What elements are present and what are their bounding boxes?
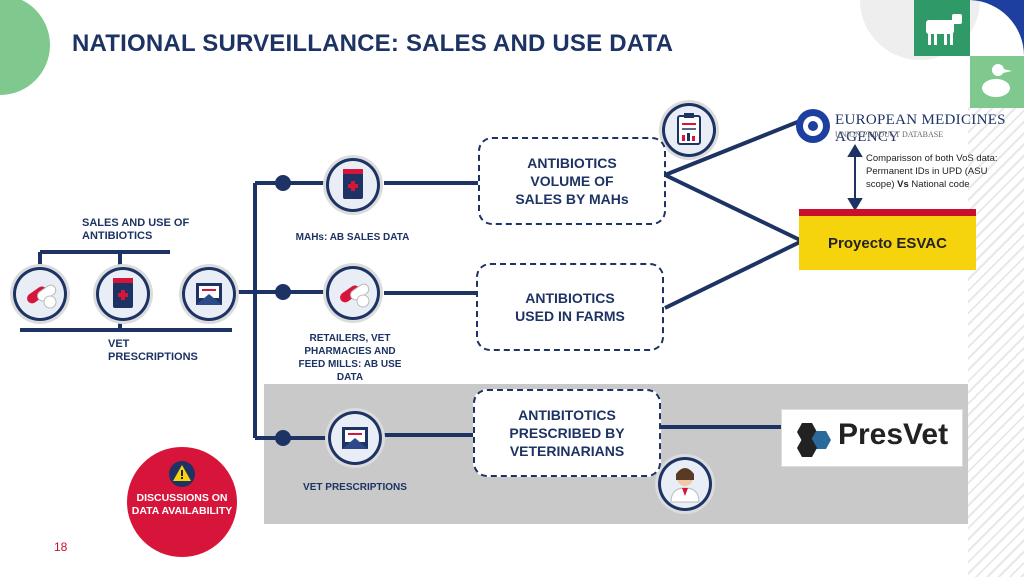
comparison-note: Comparisson of both VoS data: Permanent … <box>866 152 1016 191</box>
page-title: NATIONAL SURVEILLANCE: SALES AND USE DAT… <box>72 30 674 57</box>
medicine-box-icon <box>93 264 153 324</box>
box-volume-sales: ANTIBIOTICS VOLUME OF SALES BY MAHs <box>478 137 666 225</box>
box-prescribed: ANTIBITOTICS PRESCRIBED BY VETERINARIANS <box>473 389 661 477</box>
presvet-logo: PresVet <box>781 409 963 467</box>
box-volume-sales-text: ANTIBIOTICS VOLUME OF SALES BY MAHs <box>515 155 629 207</box>
prescription-envelope-icon <box>325 408 385 468</box>
warning-icon <box>169 461 195 487</box>
pills-icon <box>10 264 70 324</box>
doctor-icon <box>655 454 715 514</box>
label-retailers: RETAILERS, VET PHARMACIES AND FEED MILLS… <box>298 333 402 383</box>
note-line2: National code <box>908 179 970 190</box>
ema-logo: EUROPEAN MEDICINES AGENCY UNION PRODUCT … <box>795 106 1015 146</box>
pills-icon <box>323 263 383 323</box>
box-prescribed-text: ANTIBITOTICS PRESCRIBED BY VETERINARIANS <box>509 407 625 459</box>
ema-name: EUROPEAN MEDICINES AGENCY <box>835 112 1006 145</box>
ema-emblem-icon <box>796 109 830 143</box>
striped-strip <box>968 100 1024 577</box>
note-vs: Vs <box>897 179 909 190</box>
ema-subtitle: UNION PRODUCT DATABASE <box>835 130 944 139</box>
medicine-box-icon <box>323 155 383 215</box>
animal-corner <box>914 0 1024 108</box>
green-corner-shape <box>0 0 50 95</box>
box-used-farms-text: ANTIBIOTICS USED IN FARMS <box>515 290 625 324</box>
label-mahs: MAHs: AB SALES DATA <box>295 232 410 243</box>
note-line1: Comparisson of both VoS data: Permanent … <box>866 153 998 190</box>
presvet-hexagons-icon <box>797 423 831 457</box>
label-vet-prescriptions-left: VET PRESCRIPTIONS <box>108 338 198 363</box>
clipboard-icon <box>659 100 719 160</box>
prescription-envelope-icon <box>179 264 239 324</box>
label-vet-prescriptions-mid: VET PRESCRIPTIONS <box>303 482 407 493</box>
discussions-text: DISCUSSIONS ON DATA AVAILABILITY <box>131 492 233 517</box>
page-number: 18 <box>54 540 68 554</box>
label-sales-use: SALES AND USE OF ANTIBIOTICS <box>82 217 190 242</box>
esvac-box: Proyecto ESVAC <box>799 209 976 270</box>
box-used-farms: ANTIBIOTICS USED IN FARMS <box>476 263 664 351</box>
presvet-name: PresVet <box>838 418 949 451</box>
